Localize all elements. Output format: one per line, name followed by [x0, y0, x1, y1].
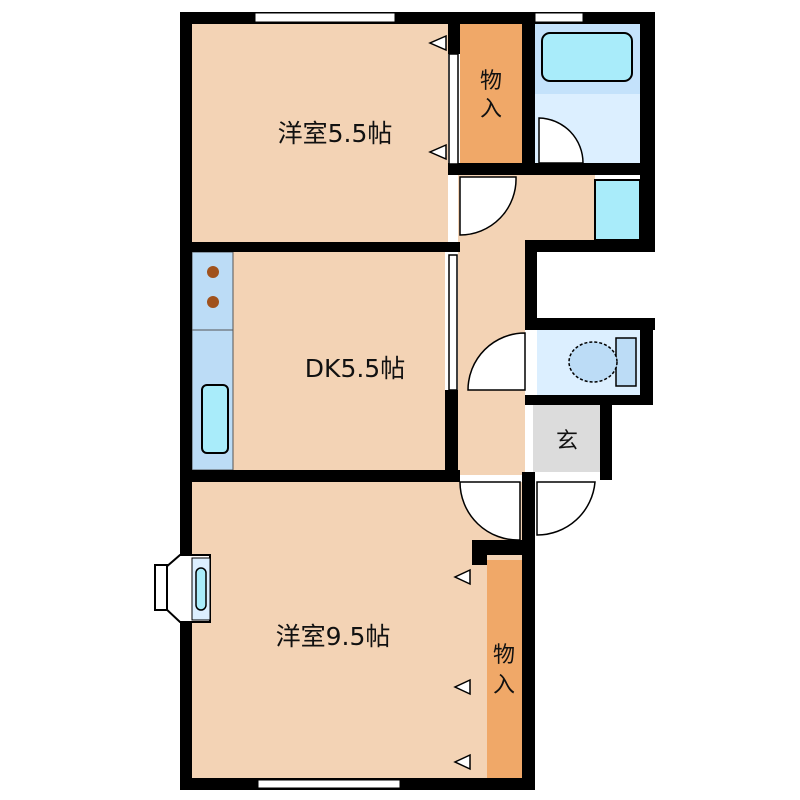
kitchen-sink	[201, 384, 229, 454]
washing-machine-space	[594, 179, 641, 241]
closet-door-markers	[428, 34, 471, 771]
closet-1-label-bottom: 入	[480, 97, 502, 122]
window-bottom	[257, 779, 401, 789]
dining-kitchen-floor	[192, 252, 445, 470]
window-top	[254, 12, 396, 23]
entrance-floor	[533, 405, 600, 472]
stove-burner-icon	[207, 296, 219, 308]
entrance-label: 玄	[556, 429, 578, 454]
closet-1-floor	[460, 24, 522, 164]
bathtub	[541, 32, 633, 82]
dining-kitchen-label: DK5.5帖	[305, 354, 405, 383]
closet-2-floor	[487, 560, 522, 778]
western-room-2-label: 洋室9.5帖	[276, 622, 391, 651]
western-room-1-floor	[192, 24, 448, 242]
doors	[448, 53, 596, 541]
closet-1-label-top: 物	[480, 69, 502, 94]
closet-2-label-bottom: 入	[493, 673, 515, 698]
stove-burner-icon	[207, 266, 219, 278]
bay-window	[154, 554, 211, 623]
western-room-1-label: 洋室5.5帖	[278, 119, 393, 148]
toilet	[568, 337, 637, 387]
window-bath	[534, 12, 584, 23]
closet-2-label-top: 物	[493, 643, 515, 668]
western-room-2-floor	[192, 482, 522, 778]
